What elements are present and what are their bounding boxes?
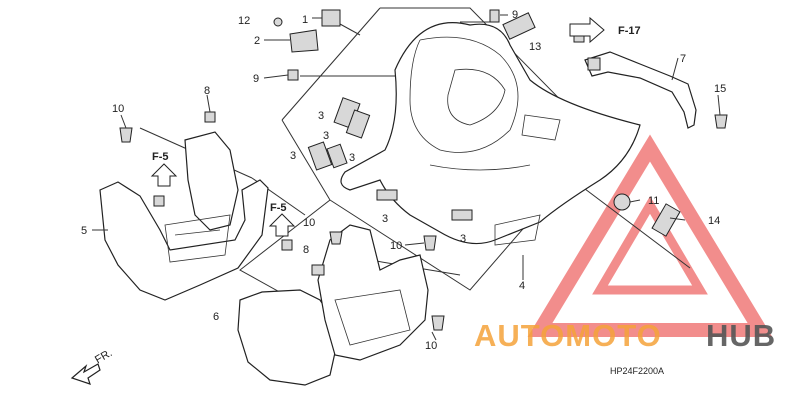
callout-15: 15: [714, 83, 726, 95]
diagram-code: HP24F2200A: [610, 366, 664, 376]
left-side-cover-part: [99, 131, 269, 301]
front-direction-arrow: [70, 363, 101, 385]
callout-2: 2: [254, 35, 260, 47]
callout-3: 3: [323, 130, 329, 142]
callout-9: 9: [253, 73, 259, 85]
callout-6: 6: [213, 311, 219, 323]
callout-3: 3: [290, 150, 296, 162]
leader-lines: [92, 14, 721, 341]
callout-labels: 1 2 3 3 3 3 3 3 4 5 6 7 8 8 9 9 10 10 10…: [81, 9, 726, 352]
direction-label: FR.: [93, 347, 114, 366]
f5-arrow-right: [268, 213, 296, 237]
callout-10: 10: [390, 240, 402, 252]
callout-10: 10: [425, 340, 437, 352]
bracket-part: [584, 51, 697, 129]
callout-10: 10: [112, 103, 124, 115]
callout-8: 8: [303, 244, 309, 256]
callout-14: 14: [708, 215, 720, 227]
callout-9: 9: [512, 9, 518, 21]
callout-3: 3: [318, 110, 324, 122]
reference-f5-left: F-5: [152, 151, 169, 163]
callout-3: 3: [460, 233, 466, 245]
f5-arrow-left: [150, 163, 178, 187]
watermark-text: AUTOMOTO HUB: [474, 318, 776, 353]
callout-5: 5: [81, 225, 87, 237]
callout-3: 3: [382, 213, 388, 225]
clip-parts: [307, 97, 473, 221]
reference-labels: F-17 F-5 F-5: [152, 25, 641, 214]
right-side-cover-part: [237, 224, 429, 386]
reference-f5-right: F-5: [270, 202, 287, 214]
callout-4: 4: [519, 280, 525, 292]
f17-arrow: [569, 16, 605, 44]
watermark-logo: [527, 134, 773, 337]
callout-10: 10: [303, 217, 315, 229]
rear-fender-part: [340, 22, 641, 246]
reference-f17: F-17: [618, 25, 641, 37]
callout-3: 3: [349, 152, 355, 164]
callout-8: 8: [204, 85, 210, 97]
stay-parts: [502, 12, 681, 237]
callout-13: 13: [529, 41, 541, 53]
watermark-text-part2: HUB: [706, 318, 776, 353]
callout-12: 12: [238, 15, 250, 27]
callout-7: 7: [680, 53, 686, 65]
callout-11: 11: [648, 195, 659, 207]
watermark-text-part1: AUTOMOTO: [474, 318, 662, 353]
callout-1: 1: [302, 14, 308, 26]
